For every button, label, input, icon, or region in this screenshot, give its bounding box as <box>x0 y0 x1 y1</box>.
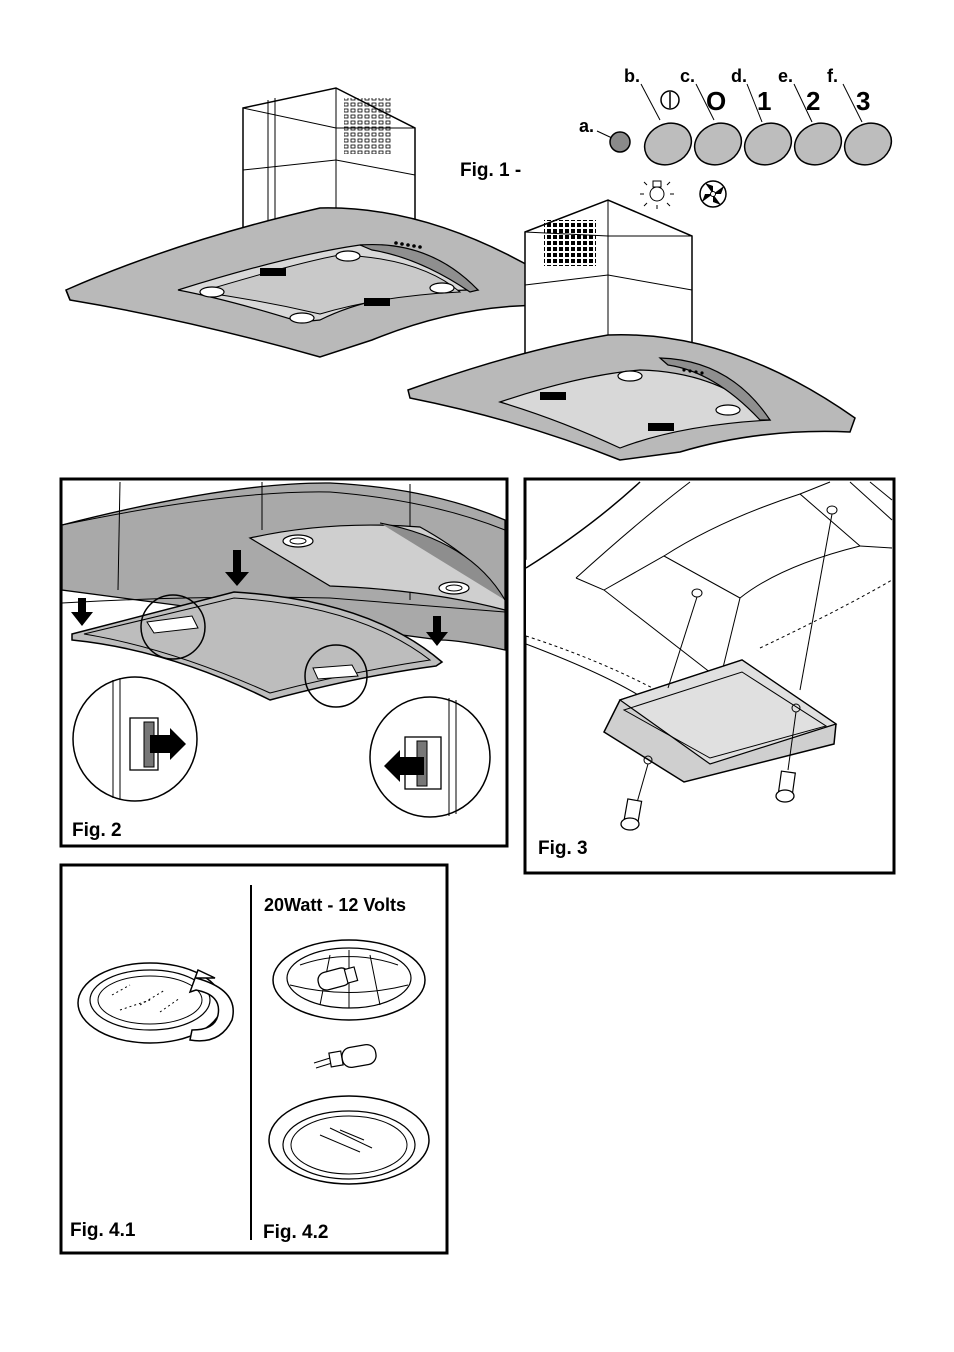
fig2-caption: Fig. 2 <box>72 820 122 841</box>
symbol-speed-3: 3 <box>856 86 870 116</box>
control-panel: a. b. c. d. e. f. O 1 2 3 <box>579 66 898 209</box>
screw-right <box>775 770 797 803</box>
button-light[interactable] <box>638 116 698 173</box>
lamp-spec: 20Watt - 12 Volts <box>264 895 406 915</box>
fig42-caption: Fig. 4.2 <box>263 1222 328 1243</box>
label-a: a. <box>579 116 594 136</box>
hood-small <box>407 199 856 461</box>
button-speed-2[interactable] <box>788 116 848 173</box>
label-b: b. <box>624 66 640 86</box>
fig2-panel <box>59 477 509 848</box>
label-e: e. <box>778 66 793 86</box>
halogen-lamp-fitted <box>272 939 426 1021</box>
fig3-caption: Fig. 3 <box>538 838 588 859</box>
light-switch-symbol <box>660 90 680 110</box>
label-c: c. <box>680 66 695 86</box>
pilot-light <box>609 131 631 153</box>
symbol-speed-2: 2 <box>806 86 820 116</box>
button-off[interactable] <box>688 116 748 173</box>
button-speed-1[interactable] <box>738 116 798 173</box>
symbol-off: O <box>706 86 726 116</box>
halogen-bulb <box>313 1043 377 1069</box>
button-speed-3[interactable] <box>838 116 898 173</box>
fig41-caption: Fig. 4.1 <box>70 1220 136 1241</box>
lamp-cover-rotate <box>77 962 234 1044</box>
light-bulb-icon <box>640 180 674 209</box>
fan-icon <box>699 180 727 208</box>
glass-cover <box>268 1095 430 1185</box>
fig4-panel: 20Watt - 12 Volts <box>59 863 449 1255</box>
label-f: f. <box>827 66 838 86</box>
screw-left <box>620 798 643 831</box>
label-d: d. <box>731 66 747 86</box>
symbol-speed-1: 1 <box>757 86 771 116</box>
fig1-caption: Fig. 1 - <box>460 160 521 181</box>
hood-large <box>65 87 573 358</box>
fig3-panel <box>523 477 896 875</box>
